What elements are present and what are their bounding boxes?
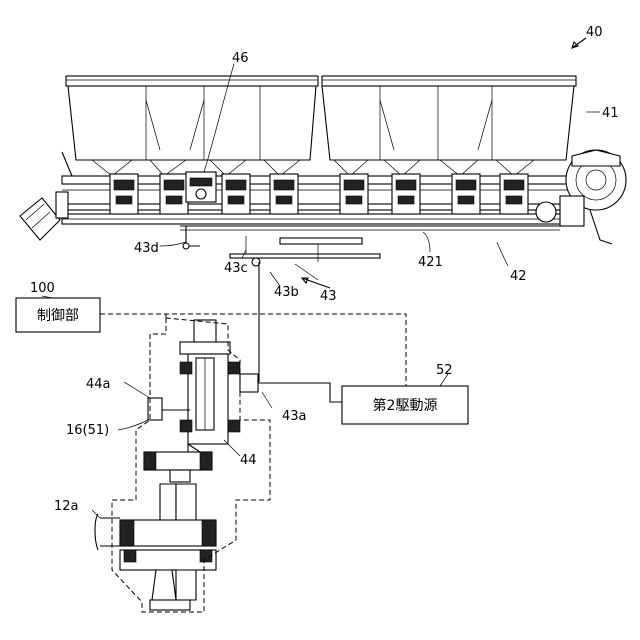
ref-43: 43 xyxy=(320,289,337,304)
feeder-lower xyxy=(180,226,560,266)
ref-44a: 44a xyxy=(86,377,111,392)
ref-43c: 43c xyxy=(224,261,248,276)
metering-unit xyxy=(160,174,188,214)
metering-unit xyxy=(270,174,298,214)
reference-numerals: 40 41 46 421 42 43d 43c 43b 43 100 52 44… xyxy=(30,25,619,514)
hopper-unit xyxy=(66,76,576,176)
ref-43d: 43d xyxy=(134,241,159,256)
left-inlet xyxy=(20,152,72,240)
ref-16-51: 16(51) xyxy=(66,423,109,438)
ref-42: 42 xyxy=(510,269,527,284)
ref-12a: 12a xyxy=(54,499,79,514)
actuator-46 xyxy=(186,172,216,202)
ref-100: 100 xyxy=(30,281,55,296)
metering-unit xyxy=(452,174,480,214)
ref-44: 44 xyxy=(240,453,257,468)
ref-43b: 43b xyxy=(274,285,299,300)
controller-box: 制御部 xyxy=(16,298,100,332)
metering-unit xyxy=(110,174,138,214)
axle-assembly xyxy=(95,452,216,610)
metering-unit xyxy=(392,174,420,214)
drive-source-box: 第2駆動源 xyxy=(342,386,468,424)
ref-41: 41 xyxy=(602,106,619,121)
metering-unit xyxy=(500,174,528,214)
ref-421: 421 xyxy=(418,255,443,270)
controller-label: 制御部 xyxy=(37,308,79,324)
gearbox-44 xyxy=(148,320,342,462)
ref-52: 52 xyxy=(436,363,453,378)
drive-source-label: 第2駆動源 xyxy=(373,397,438,414)
metering-unit xyxy=(340,174,368,214)
ref-40: 40 xyxy=(586,25,603,40)
metering-unit xyxy=(222,174,250,214)
ref-43a: 43a xyxy=(282,409,307,424)
ref-46: 46 xyxy=(232,51,249,66)
